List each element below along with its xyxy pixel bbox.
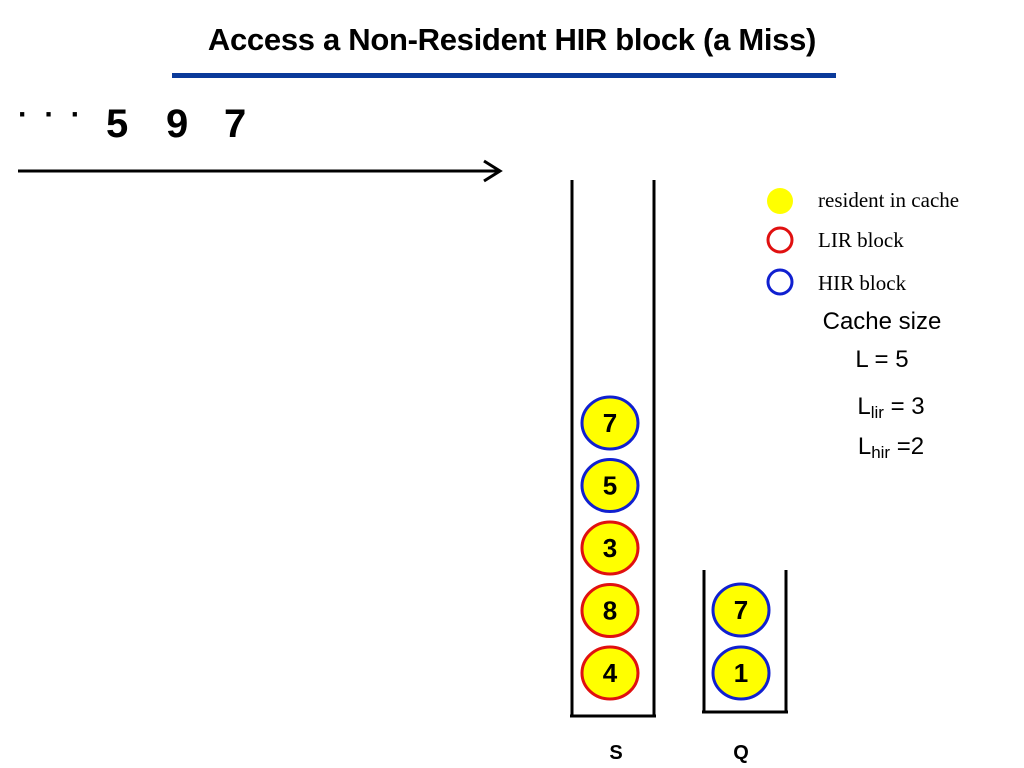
stack-s-block-label: 8: [603, 596, 617, 626]
stack-s-label: S: [609, 742, 623, 764]
title-underline: [172, 73, 836, 78]
l-hir-sub: hir: [871, 443, 891, 462]
slide-title: Access a Non-Resident HIR block (a Miss): [207, 22, 817, 57]
stack-s-block-circle: [580, 458, 640, 513]
stack-q-block-label: 7: [734, 595, 748, 625]
legend-lir-label: LIR block: [818, 228, 904, 252]
stack-s-block-label: 4: [603, 658, 618, 688]
l-hir-value: =2: [890, 433, 925, 460]
l-lir-value: = 3: [883, 393, 925, 420]
stack-s-block-circle: [580, 520, 640, 576]
l-lir-base: L: [857, 393, 871, 420]
cache-size-label: Cache size: [822, 308, 942, 335]
stack-s-block-3: 3: [580, 520, 640, 576]
stack-s-blocks: 7 5 3 8 4: [580, 395, 640, 701]
sequence-item-3: 7: [224, 102, 247, 146]
stack-s-block-8: 8: [580, 583, 640, 638]
stack-q-container: [702, 570, 788, 714]
stack-s-block-4: 4: [580, 645, 640, 701]
stack-s-block-label: 5: [603, 471, 617, 501]
legend-hir-label: HIR block: [818, 271, 907, 295]
legend-lir-marker: [766, 226, 794, 254]
legend-hir-marker: [766, 268, 794, 296]
stack-s-block-circle: [580, 395, 640, 451]
cache-size-l-lir: Llir = 3: [791, 393, 991, 421]
l-lir-sub: lir: [870, 403, 884, 422]
stack-q-block-circle: [711, 582, 771, 638]
cache-size-l: L = 5: [855, 346, 909, 373]
legend-resident-label: resident in cache: [818, 188, 960, 212]
stack-s-block-label: 3: [603, 533, 617, 563]
stack-s-block-7: 7: [580, 395, 640, 451]
stack-q-block-label: 1: [734, 658, 748, 688]
stack-q-block-circle: [711, 645, 771, 701]
stack-s-container: [570, 180, 656, 718]
stack-q-block-1: 1: [711, 645, 771, 701]
stack-q-blocks: 71: [711, 582, 771, 701]
access-arrow: [18, 159, 503, 183]
stack-q-block-7: 7: [711, 582, 771, 638]
stack-s-block-circle: [580, 645, 640, 701]
sequence-item-1: 5: [106, 102, 129, 146]
stack-s-block-circle: [580, 583, 640, 638]
sequence-item-2: 9: [166, 102, 189, 146]
sequence-ellipsis: · · ·: [18, 98, 85, 131]
stack-s-block-label: 7: [603, 408, 617, 438]
cache-size-l-hir: Lhir =2: [791, 433, 991, 461]
legend-resident-marker: [767, 188, 793, 214]
stack-s-block-5: 5: [580, 458, 640, 513]
l-hir-base: L: [857, 433, 872, 460]
stack-q-label: Q: [733, 742, 749, 764]
